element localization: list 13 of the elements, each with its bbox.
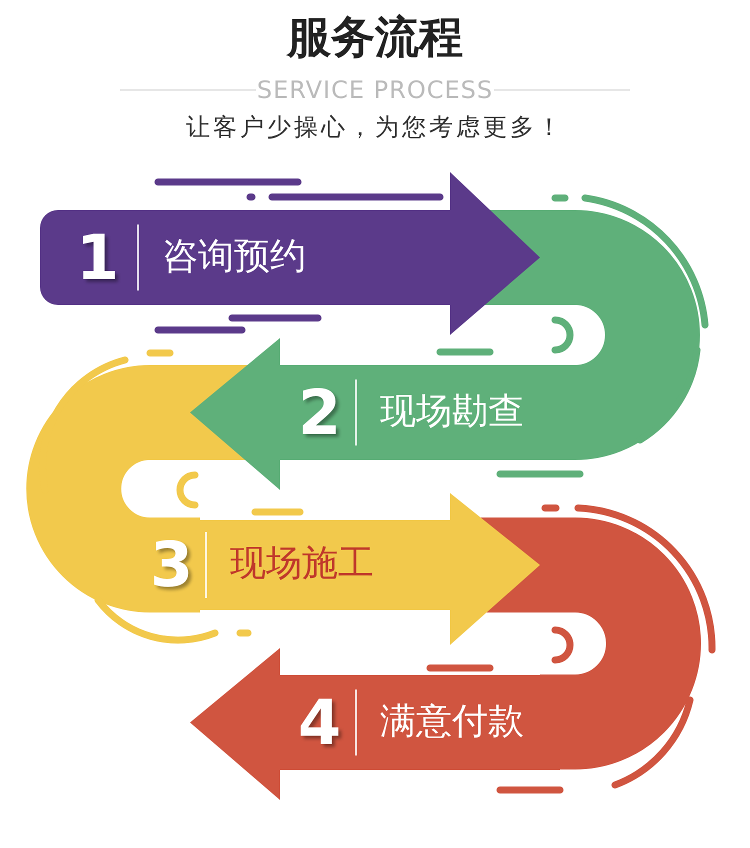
step-ribbon (40, 172, 540, 335)
step-label: 现场勘查 (380, 394, 524, 430)
step-label: 咨询预约 (162, 238, 306, 274)
title: 服务流程 (285, 14, 464, 62)
step-label: 满意付款 (380, 704, 524, 740)
step-number: 4 (298, 692, 342, 754)
step-ribbon (190, 648, 560, 800)
step-number: 3 (150, 534, 194, 596)
step-number: 2 (298, 382, 342, 444)
step-number: 1 (76, 226, 120, 288)
step-label: 现场施工 (230, 546, 374, 582)
subtitle: SERVICE PROCESS (256, 77, 494, 104)
tagline: 让客户少操心，为您考虑更多！ (185, 114, 565, 140)
